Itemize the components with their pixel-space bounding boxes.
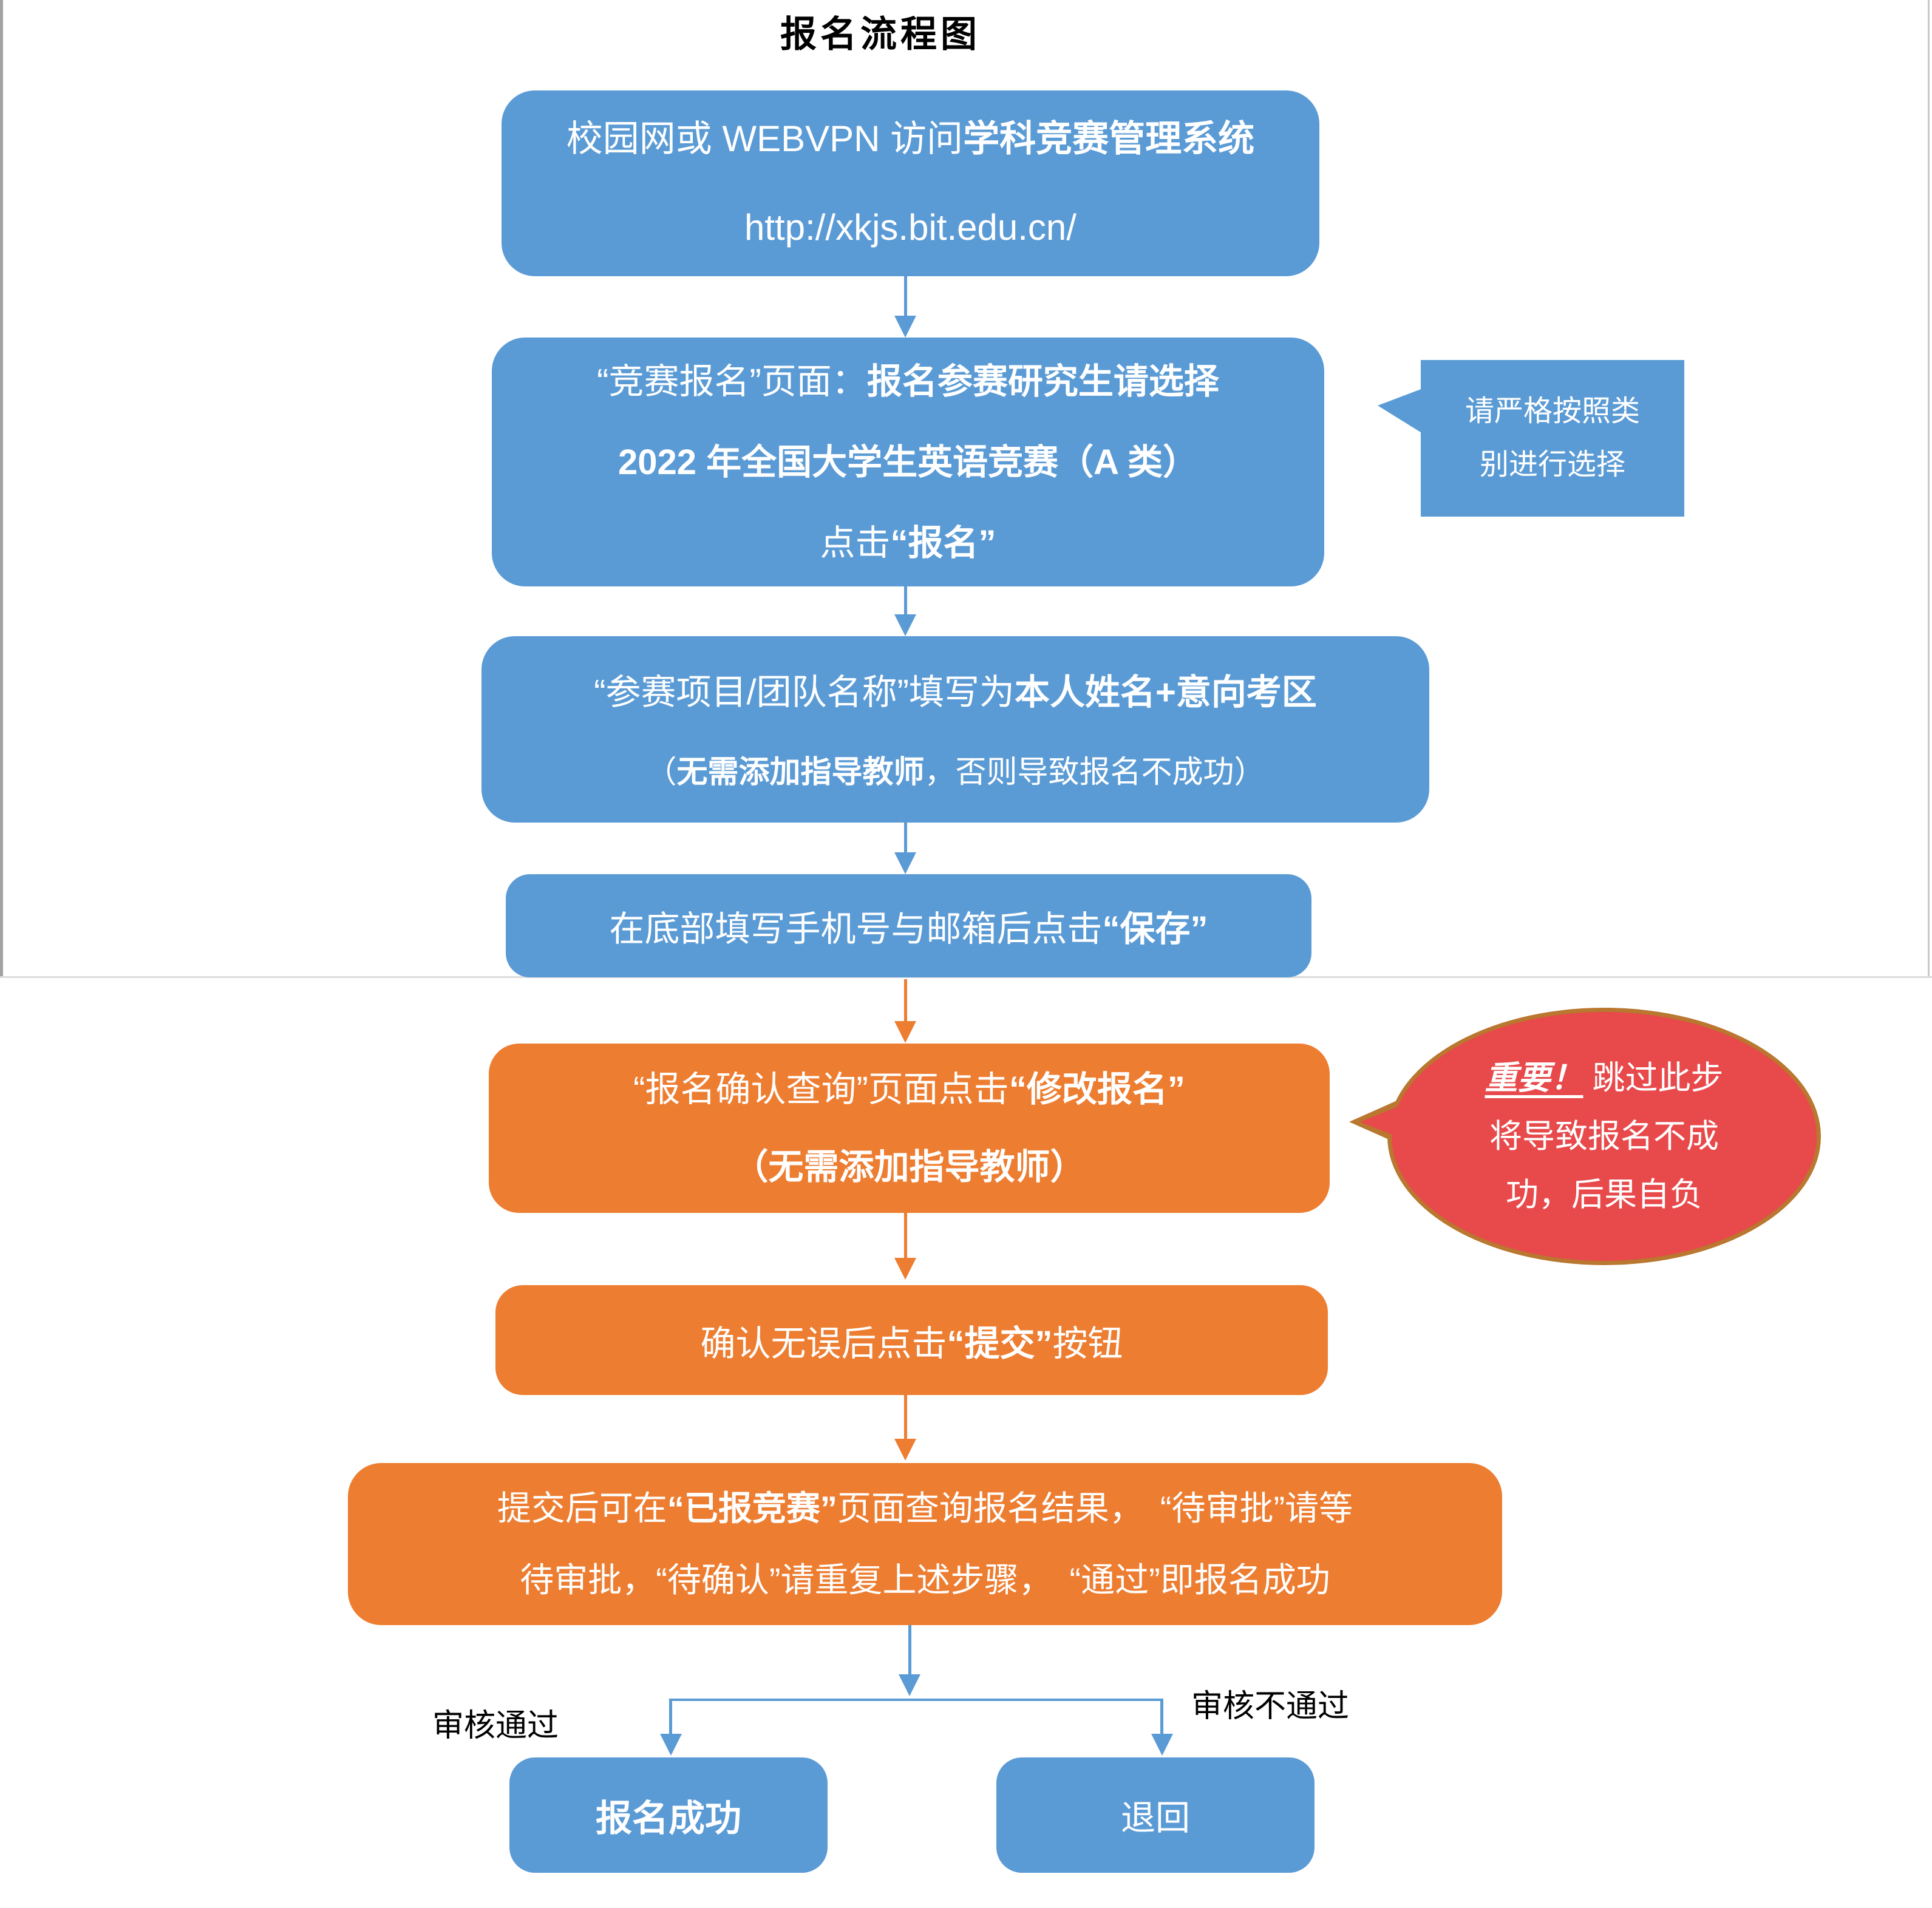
result-text: 报名成功 (596, 1798, 741, 1839)
step-text: “参赛项目/团队名称”填写为本人姓名+意向考区 (594, 672, 1317, 712)
step-text: 校园网或 WEBVPN 访问学科竞赛管理系统 (566, 118, 1255, 159)
flow-step-save: 在底部填写手机号与邮箱后点击“保存” (506, 874, 1311, 977)
step-text: 提交后可在“已报竞赛”页面查询报名结果， “待审批”请等 (497, 1489, 1353, 1527)
flow-step-submit: 确认无误后点击“提交”按钮 (495, 1285, 1328, 1395)
step-text: 待审批，“待确认”请重复上述步骤， “通过”即报名成功 (520, 1560, 1330, 1599)
step-text: 点击“报名” (820, 523, 996, 563)
result-success-box: 报名成功 (509, 1757, 828, 1873)
step-text: （无需添加指导教师，否则导致报名不成功） (645, 754, 1265, 789)
system-url: http://xkjs.bit.edu.cn/ (744, 207, 1077, 248)
flow-step-modify-registration: “报名确认查询”页面点击“修改报名” （无需添加指导教师） (489, 1044, 1330, 1213)
note-text: 重要！ 跳过此步 (1485, 1060, 1724, 1096)
result-return-box: 退回 (996, 1757, 1315, 1873)
flow-step-query-result: 提交后可在“已报竞赛”页面查询报名结果， “待审批”请等 待审批，“待确认”请重… (348, 1463, 1502, 1625)
note-text: 功，后果自负 (1506, 1176, 1702, 1213)
note-callout-tail (1378, 389, 1423, 433)
note-text: 请严格按照类 (1464, 395, 1640, 427)
flow-step-access-system: 校园网或 WEBVPN 访问学科竞赛管理系统 http://xkjs.bit.e… (502, 90, 1319, 276)
note-text: 别进行选择 (1479, 449, 1625, 481)
step-text: 2022 年全国大学生英语竞赛（A 类） (618, 442, 1198, 482)
flow-step-team-name: “参赛项目/团队名称”填写为本人姓名+意向考区 （无需添加指导教师，否则导致报名… (481, 636, 1429, 823)
branch-label-approved: 审核通过 (432, 1708, 559, 1743)
result-text: 退回 (1121, 1799, 1190, 1838)
note-category-callout: 请严格按照类 别进行选择 (1421, 360, 1684, 517)
important-bubble-tail-fill (1360, 1100, 1415, 1144)
step-text: 在底部填写手机号与邮箱后点击“保存” (609, 909, 1208, 949)
flow-step-register-page: “竞赛报名”页面：报名参赛研究生请选择 2022 年全国大学生英语竞赛（A 类）… (492, 338, 1324, 586)
page-title: 报名流程图 (780, 14, 981, 55)
page-border-right (1928, 0, 1930, 977)
note-text: 将导致报名不成 (1489, 1118, 1719, 1155)
step-text: （无需添加指导教师） (733, 1147, 1086, 1187)
note-important-bubble: 重要！ 跳过此步 将导致报名不成 功，后果自负 (1387, 1008, 1821, 1265)
branch-label-rejected: 审核不通过 (1191, 1689, 1350, 1724)
page-border-left (0, 0, 3, 977)
step-text: “竞赛报名”页面：报名参赛研究生请选择 (597, 361, 1219, 401)
step-text: 确认无误后点击“提交”按钮 (700, 1323, 1123, 1363)
step-text: “报名确认查询”页面点击“修改报名” (633, 1069, 1185, 1109)
